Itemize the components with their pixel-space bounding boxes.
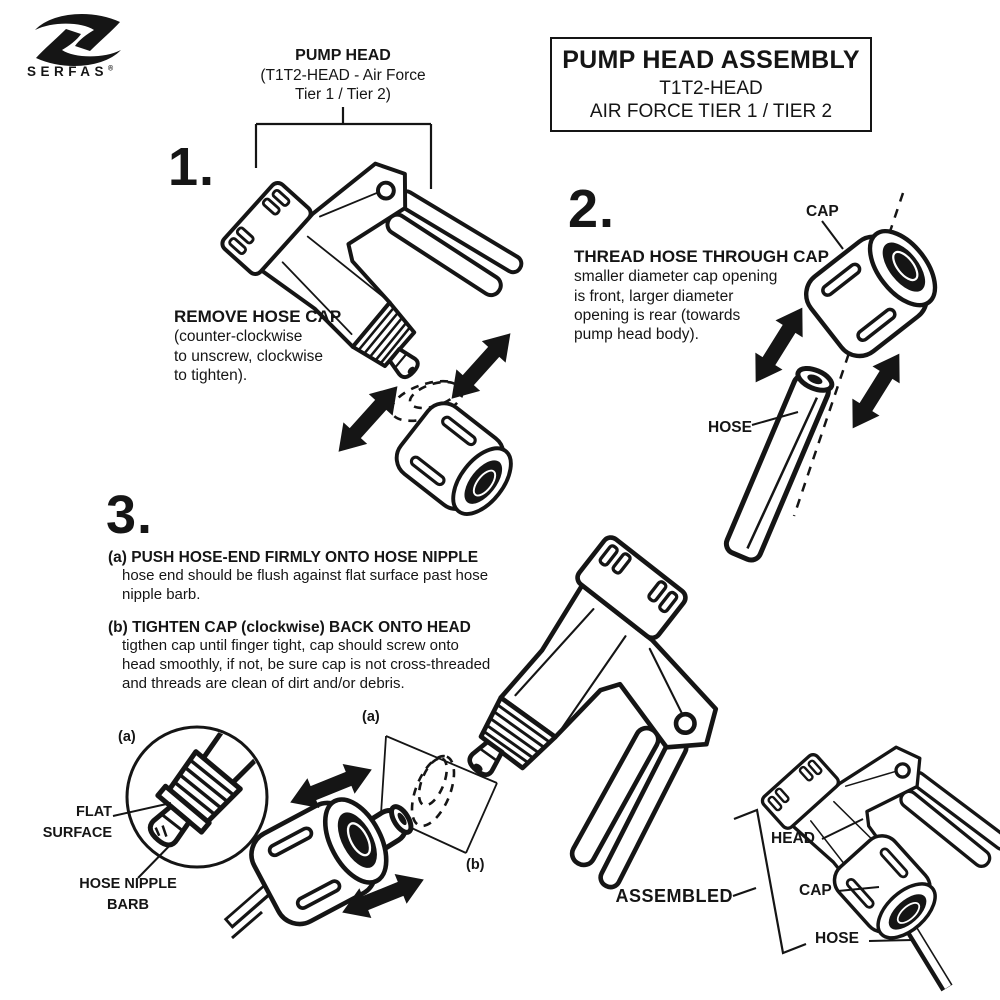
flat-surface-pointer-line: [112, 802, 172, 817]
hose-nipple-barb-pointer-line: [137, 837, 178, 879]
logo-wordmark: SERFAS®: [27, 64, 113, 81]
pump-head-sublabel-1: (T1T2-HEAD - Air Force: [260, 67, 426, 84]
pump-head-label: PUMP HEAD: [295, 47, 391, 64]
cap-pointer-line: [821, 220, 844, 250]
cap-callout-label-assembled: CAP: [799, 882, 832, 899]
pump-head-sublabel-2: Tier 1 / Tier 2): [295, 86, 391, 104]
step3-instruction-b-title: (b) TIGHTEN CAP (clockwise) BACK ONTO HE…: [108, 619, 471, 636]
hose-nipple-barb-line: HOSE NIPPLE: [79, 876, 177, 892]
cap-pointer-line: [837, 886, 880, 892]
step1-instruction-line: to tighten).: [174, 367, 248, 384]
hose-callout-label: HOSE: [708, 419, 752, 436]
step2-number: 2.: [568, 179, 616, 239]
flat-surface-line: FLAT: [76, 804, 112, 820]
assembled-illustration: [732, 691, 1000, 992]
title-line1: PUMP HEAD ASSEMBLY: [562, 46, 860, 74]
assembled-label: ASSEMBLED: [615, 886, 733, 906]
step3-instruction-a: (a) PUSH HOSE-END FIRMLY ONTO HOSE NIPPL…: [108, 548, 488, 605]
hose-illustration-step2: [723, 364, 835, 563]
step3-illustration: [112, 534, 785, 940]
step1-instruction-line: (counter-clockwise: [174, 328, 303, 346]
step2-instruction: THREAD HOSE THROUGH CAP smaller diameter…: [574, 246, 829, 345]
title-line3: AIR FORCE TIER 1 / TIER 2: [589, 101, 833, 122]
step1-instruction-line: to unscrew, clockwise: [174, 347, 324, 365]
hose-nipple-barb-label: HOSE NIPPLE BARB: [70, 874, 186, 916]
step1-instruction: REMOVE HOSE CAP (counter-clockwise to un…: [174, 306, 341, 385]
hose-nipple-barb-line: BARB: [107, 897, 149, 913]
hose-edge-line: [231, 910, 263, 940]
step3-instruction-a-line: hose end should be flush against flat su…: [122, 567, 489, 585]
pump-head-illustration-step3: [436, 534, 785, 893]
head-pointer-line: [821, 818, 864, 840]
registered-mark: ®: [108, 65, 114, 73]
step1-number: 1.: [168, 137, 216, 197]
step3-instruction-b: (b) TIGHTEN CAP (clockwise) BACK ONTO HE…: [108, 618, 490, 694]
title-box: PUMP HEAD ASSEMBLY T1T2-HEAD AIR FORCE T…: [550, 37, 872, 132]
callout-leader-lines: [380, 735, 498, 854]
step2-instruction-line: opening is rear (towards: [574, 307, 741, 324]
step3-number: 3.: [106, 485, 154, 545]
step3-instruction-a-line: nipple barb.: [122, 586, 201, 604]
point-b-label: (b): [466, 857, 485, 873]
inset-letter-label: (a): [118, 729, 136, 745]
point-a-label: (a): [362, 709, 380, 725]
double-arrow-icon: [839, 345, 913, 437]
step1-part-label: PUMP HEAD (T1T2-HEAD - Air Force Tier 1 …: [240, 46, 446, 105]
step2-illustration: [723, 192, 950, 563]
cap-callout-label: CAP: [806, 203, 839, 220]
head-callout-label: HEAD: [771, 830, 815, 847]
step1-illustration: [217, 99, 529, 530]
hose-pointer-line: [868, 939, 914, 942]
step2-instruction-title: THREAD HOSE THROUGH CAP: [574, 247, 830, 266]
step2-instruction-line: is front, larger diameter: [574, 287, 734, 305]
hose-cap-illustration-step1: [386, 393, 527, 530]
title-line2: T1T2-HEAD: [659, 78, 763, 99]
step3-instruction-b-line: tigthen cap until finger tight, cap shou…: [122, 637, 459, 655]
step3-instruction-a-title: (a) PUSH HOSE-END FIRMLY ONTO HOSE NIPPL…: [108, 549, 479, 566]
pump-head-bracket: [254, 107, 433, 189]
logo-brand-text: SERFAS: [27, 64, 109, 79]
hose-callout-label-assembled: HOSE: [815, 930, 859, 947]
serfas-logo-icon: [35, 14, 121, 66]
step1-instruction-title: REMOVE HOSE CAP: [174, 307, 342, 326]
hose-pointer-line: [751, 411, 799, 426]
step3-instruction-b-line: and threads are clean of dirt and/or deb…: [122, 674, 405, 692]
assembled-bracket: [732, 808, 807, 955]
flat-surface-label: FLAT SURFACE: [40, 802, 112, 844]
step2-instruction-line: smaller diameter cap opening: [574, 268, 778, 286]
double-arrow-icon: [439, 322, 523, 410]
step2-instruction-line: pump head body).: [574, 326, 699, 344]
nipple-closeup-inset: [112, 725, 269, 879]
flat-surface-line: SURFACE: [42, 825, 112, 841]
step3-instruction-b-line: head smoothly, if not, be sure cap is no…: [122, 656, 491, 674]
